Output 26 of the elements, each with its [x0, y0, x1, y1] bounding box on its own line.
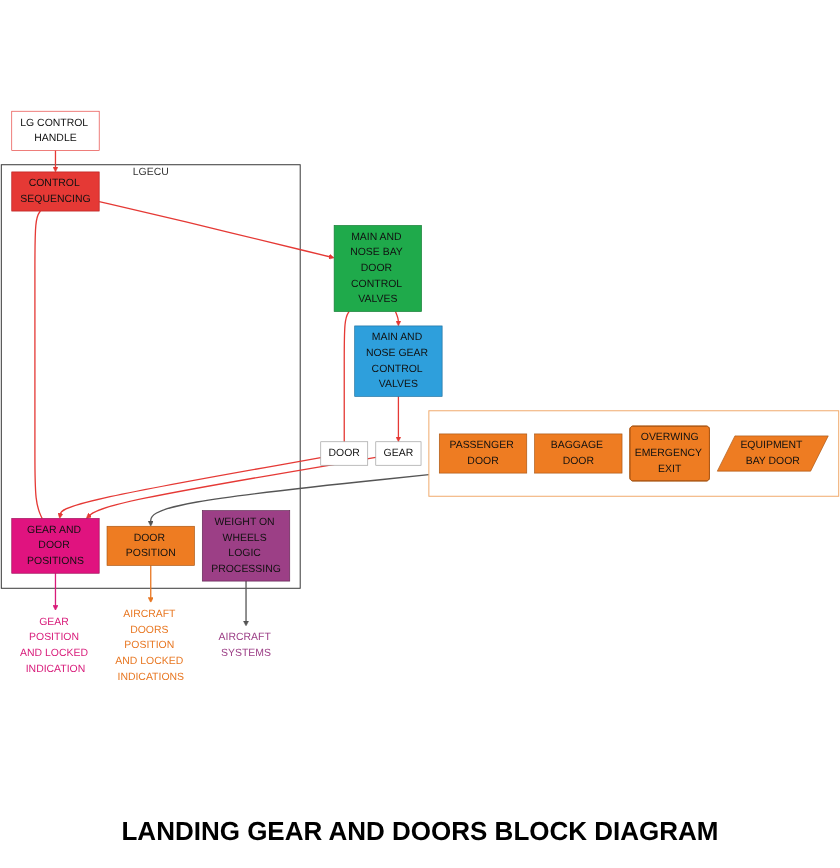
- arrow: [394, 310, 402, 327]
- arrow: [395, 395, 402, 443]
- node-box: [11, 518, 100, 574]
- node-box: [106, 525, 195, 566]
- cluster: [0, 164, 301, 589]
- node-box: [534, 433, 623, 474]
- node-box: [11, 171, 100, 212]
- arrow: [147, 474, 430, 527]
- node-box: [333, 225, 422, 312]
- caption: LANDING GEAR AND DOORS BLOCK DIAGRAM: [119, 816, 721, 846]
- node-box: [320, 441, 369, 466]
- node-box: [375, 441, 422, 466]
- arrow: [243, 580, 249, 627]
- arrow: [98, 200, 335, 260]
- arrow: [147, 564, 154, 603]
- arrow: [86, 456, 377, 519]
- node-box: [439, 433, 528, 474]
- node-box: [11, 110, 100, 151]
- connector: [34, 210, 43, 520]
- arrow: [57, 457, 322, 519]
- connector: [343, 310, 350, 443]
- arrow: [52, 572, 59, 611]
- cluster: [428, 410, 840, 497]
- node-box: [354, 325, 443, 397]
- node-box: [201, 510, 291, 582]
- arrow: [52, 149, 59, 173]
